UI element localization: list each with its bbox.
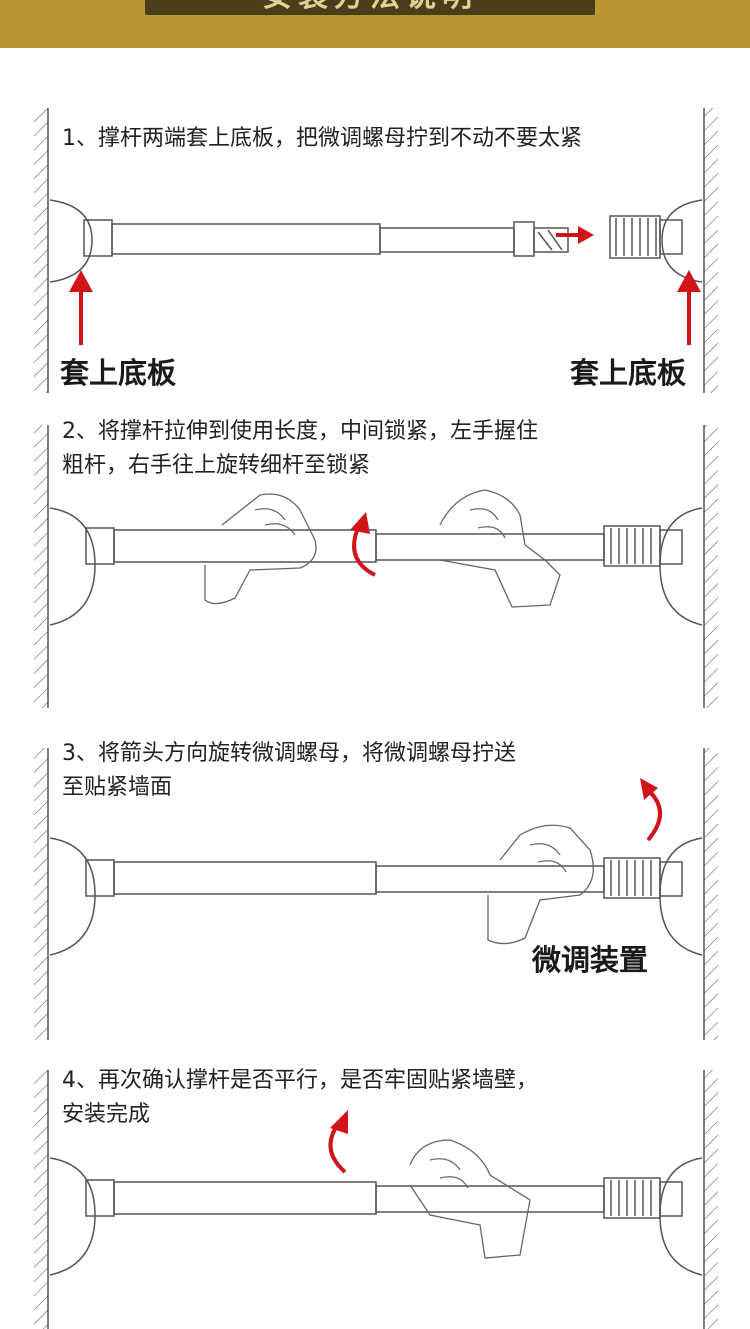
step2-rod	[49, 507, 703, 626]
step4-hand	[409, 1139, 531, 1259]
step3-rotate-arrow	[640, 778, 662, 842]
step1-red-arrows	[69, 226, 701, 345]
step1-rod	[49, 199, 703, 283]
header-banner: 安装方法说明	[0, 0, 750, 48]
step2-instruction-line2: 粗杆，右手往上旋转细杆至锁紧	[62, 453, 371, 478]
banner-title: 安装方法说明	[145, 0, 595, 14]
step1-label-left: 套上底板	[60, 356, 177, 390]
step3-adjuster-label: 微调装置	[532, 943, 649, 977]
step2-instruction-line1: 2、将撑杆拉伸到使用长度，中间锁紧，左手握住	[62, 419, 538, 444]
step4-instruction-line1: 4、再次确认撑杆是否平行，是否牢固贴紧墙壁，	[62, 1068, 538, 1093]
left-wall	[34, 108, 49, 1329]
step3-instruction-line2: 至贴紧墙面	[62, 775, 173, 800]
step3-hand	[487, 824, 594, 945]
step3-rod	[49, 837, 703, 956]
step3-instruction-line1: 3、将箭头方向旋转微调螺母，将微调螺母拧送	[62, 741, 516, 766]
banner-title-plate	[145, 0, 595, 15]
step4-rod	[49, 1157, 703, 1276]
step1-label-right: 套上底板	[570, 356, 687, 390]
right-wall	[703, 108, 718, 1329]
step2-rotate-arrow	[350, 512, 376, 577]
step1-instruction: 1、撑杆两端套上底板，把微调螺母拧到不动不要太紧	[62, 126, 582, 151]
step4-rotate-arrow	[328, 1110, 348, 1174]
step2-hands	[204, 489, 561, 608]
step4-instruction-line2: 安装完成	[62, 1102, 151, 1127]
